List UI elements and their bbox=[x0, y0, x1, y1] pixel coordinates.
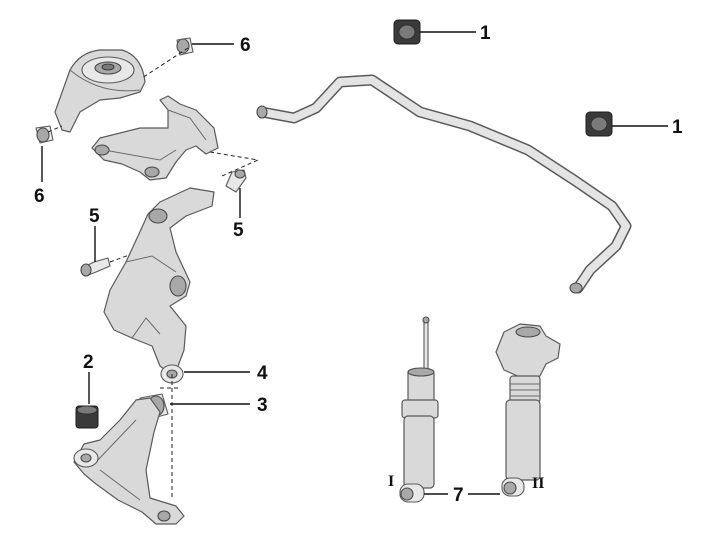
callout-1-lower: 1 bbox=[672, 117, 683, 138]
bushing-6-lower bbox=[35, 125, 54, 144]
callout-2: 2 bbox=[83, 352, 94, 373]
callout-3: 3 bbox=[257, 395, 268, 416]
stabilizer-bar bbox=[256, 74, 632, 294]
upper-control-arm bbox=[91, 95, 219, 181]
lower-control-arm bbox=[73, 397, 185, 525]
callout-1-upper: 1 bbox=[480, 23, 491, 44]
bolt-5-left bbox=[80, 257, 111, 277]
callout-5-left: 5 bbox=[89, 206, 100, 227]
callout-7: 7 bbox=[453, 485, 464, 506]
shock-absorber-ii bbox=[495, 323, 561, 497]
stabilizer-bushing-1-upper bbox=[393, 19, 421, 45]
callout-6-upper: 6 bbox=[240, 35, 251, 56]
leader-lines bbox=[41, 31, 668, 495]
bolt-5-right bbox=[225, 169, 247, 193]
steering-knuckle bbox=[103, 187, 215, 384]
callout-5-right: 5 bbox=[233, 220, 244, 241]
strut-top-mount bbox=[54, 49, 146, 133]
bushing-6-upper bbox=[176, 37, 194, 56]
variant-label-ii: II bbox=[532, 475, 544, 492]
shock-absorber-i bbox=[399, 316, 439, 503]
bushing-2 bbox=[75, 405, 99, 429]
stabilizer-bushing-1-lower bbox=[585, 111, 613, 137]
variant-label-i: I bbox=[388, 473, 394, 490]
callout-6-lower: 6 bbox=[34, 186, 45, 207]
callout-4: 4 bbox=[257, 363, 268, 384]
